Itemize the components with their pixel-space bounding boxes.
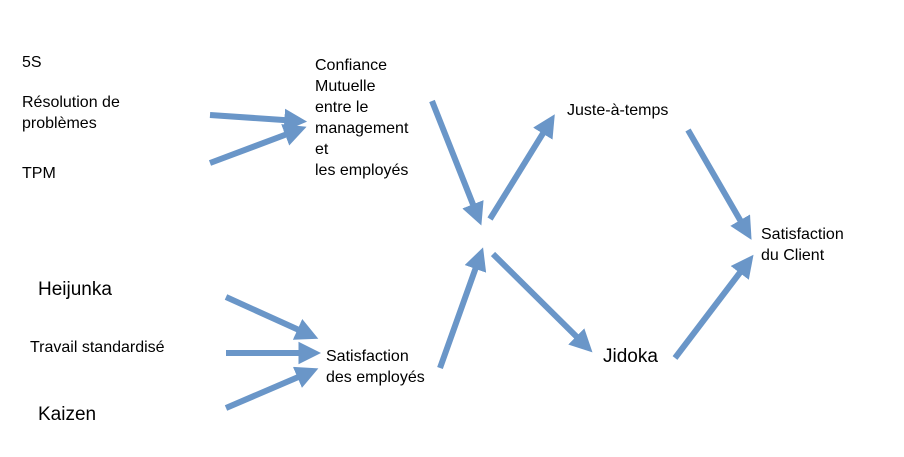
- arrow-confiance-to-center: [429, 99, 484, 226]
- node-juste-a-temps: Juste-à-temps: [567, 102, 669, 119]
- arrow-resolution-to-confiance: [209, 108, 308, 132]
- arrow-tpm-to-confiance: [208, 124, 307, 166]
- node-confiance-mutuelle: Confiance Mutuelle entre le management e…: [315, 57, 409, 179]
- node-tpm: TPM: [22, 165, 56, 182]
- arrow-kaizen-to-satisfaction: [224, 366, 319, 411]
- node-kaizen: Kaizen: [38, 404, 97, 425]
- arrow-satisfaction-to-center: [437, 247, 487, 370]
- node-5s: 5S: [22, 54, 42, 71]
- node-satisfaction-client: Satisfaction du Client: [761, 226, 844, 264]
- arrow-heijunka-to-satisfaction: [224, 294, 319, 340]
- node-travail-standardise: Travail standardisé: [30, 339, 165, 356]
- node-satisfaction-employes: Satisfaction des employés: [326, 348, 425, 386]
- arrow-jidoka-to-client: [672, 254, 754, 360]
- node-heijunka: Heijunka: [38, 279, 112, 300]
- arrow-juste-a-temps-to-client: [685, 128, 752, 240]
- arrow-center-to-juste-a-temps: [487, 114, 555, 221]
- arrow-center-to-jidoka: [490, 251, 593, 353]
- node-resolution-de-problemes: Résolution de problèmes: [22, 94, 120, 132]
- node-jidoka: Jidoka: [603, 346, 658, 367]
